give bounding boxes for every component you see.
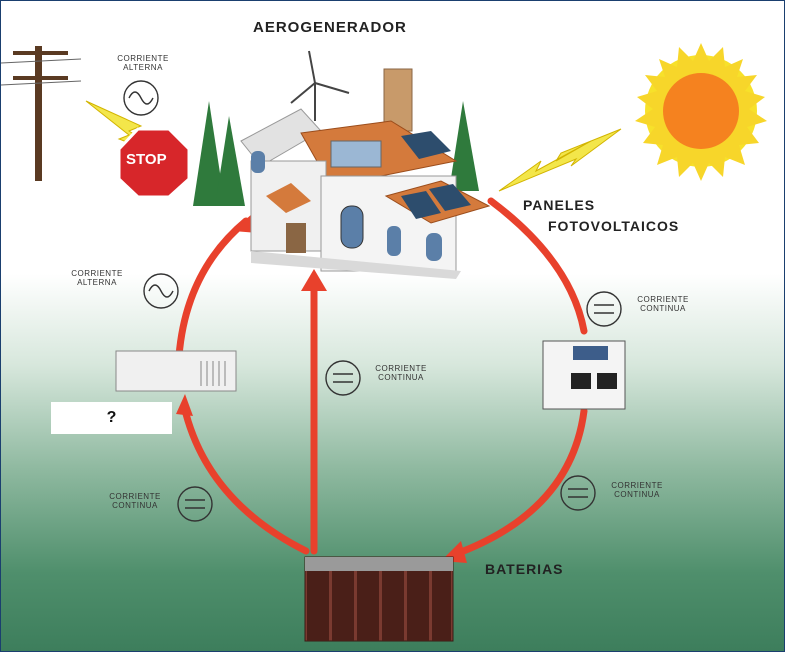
current-bottom-left-line1: CORRIENTE bbox=[109, 492, 161, 501]
current-label-center: CORRIENTE CONTINUA bbox=[363, 364, 439, 382]
arrow-batteries-to-inverter bbox=[180, 402, 310, 555]
unknown-component-box: ? bbox=[51, 402, 172, 434]
dc-symbol-right-lower bbox=[560, 475, 596, 511]
arrow-panels-to-regulator bbox=[487, 197, 588, 335]
current-symbols bbox=[123, 80, 622, 522]
arrow-regulator-to-batteries bbox=[452, 407, 588, 558]
stop-sign bbox=[117, 127, 191, 199]
current-label-top-left: CORRIENTE ALTERNA bbox=[105, 54, 181, 72]
current-label-right-lower: CORRIENTE CONTINUA bbox=[599, 481, 675, 499]
current-label-bottom-left: CORRIENTE CONTINUA bbox=[97, 492, 173, 510]
arrow-inverter-to-house bbox=[175, 217, 250, 360]
current-label-mid-left: CORRIENTE ALTERNA bbox=[59, 269, 135, 287]
current-right-lower-line2: CONTINUA bbox=[614, 490, 660, 499]
utility-pole bbox=[1, 46, 82, 181]
dc-symbol-center bbox=[325, 360, 361, 396]
batteries bbox=[304, 556, 454, 642]
dc-symbol-right-upper bbox=[586, 291, 622, 327]
charge-regulator bbox=[542, 340, 626, 410]
current-center-line1: CORRIENTE bbox=[375, 364, 427, 373]
wind-turbine bbox=[290, 50, 350, 121]
ac-symbol-left bbox=[143, 273, 179, 309]
current-mid-left-line2: ALTERNA bbox=[77, 278, 117, 287]
current-bottom-left-line2: CONTINUA bbox=[112, 501, 158, 510]
trees bbox=[193, 101, 479, 206]
stop-text: STOP bbox=[126, 151, 167, 168]
current-top-left-line1: CORRIENTE bbox=[117, 54, 169, 63]
current-right-lower-line1: CORRIENTE bbox=[611, 481, 663, 490]
current-center-line2: CONTINUA bbox=[378, 373, 424, 382]
current-right-upper-line2: CONTINUA bbox=[640, 304, 686, 313]
current-right-upper-line1: CORRIENTE bbox=[637, 295, 689, 304]
current-top-left-line2: ALTERNA bbox=[123, 63, 163, 72]
label-aerogenerador: AEROGENERADOR bbox=[253, 19, 407, 36]
ac-symbol-top bbox=[123, 80, 159, 116]
current-label-right-upper: CORRIENTE CONTINUA bbox=[625, 295, 701, 313]
label-baterias: BATERIAS bbox=[485, 561, 564, 577]
current-mid-left-line1: CORRIENTE bbox=[71, 269, 123, 278]
sun-icon bbox=[635, 43, 767, 181]
label-paneles: PANELES bbox=[523, 197, 596, 213]
inverter bbox=[115, 350, 237, 392]
dc-symbol-bottom-left bbox=[177, 486, 213, 522]
flow-arrows bbox=[175, 197, 588, 558]
house bbox=[240, 68, 491, 279]
label-fotovoltaicos: FOTOVOLTAICOS bbox=[548, 218, 680, 234]
